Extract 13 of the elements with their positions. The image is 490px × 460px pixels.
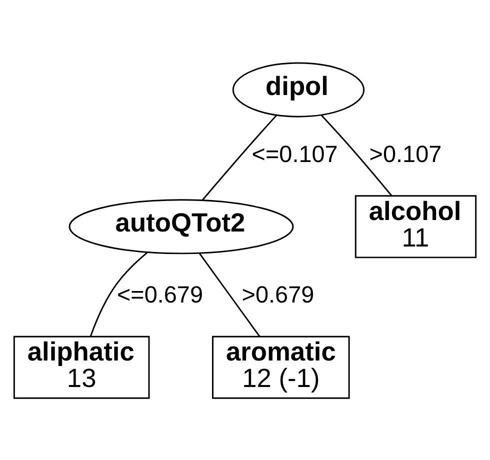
connector xyxy=(198,252,260,336)
edge-label: >0.679 xyxy=(242,281,314,308)
node-ellipse: autoQTot2 xyxy=(68,198,294,254)
edge-label: <=0.679 xyxy=(116,281,204,308)
node-box: aliphatic 13 xyxy=(13,335,150,398)
connector xyxy=(202,114,277,200)
connector xyxy=(320,114,392,196)
node-box: alcohol 11 xyxy=(354,194,477,258)
node-ellipse: dipol xyxy=(232,62,365,117)
edge-label: >0.107 xyxy=(369,140,442,166)
node-box: aromatic 12 (-1) xyxy=(212,335,350,398)
connector xyxy=(90,252,148,336)
edge-label: <=0.107 xyxy=(252,140,338,166)
